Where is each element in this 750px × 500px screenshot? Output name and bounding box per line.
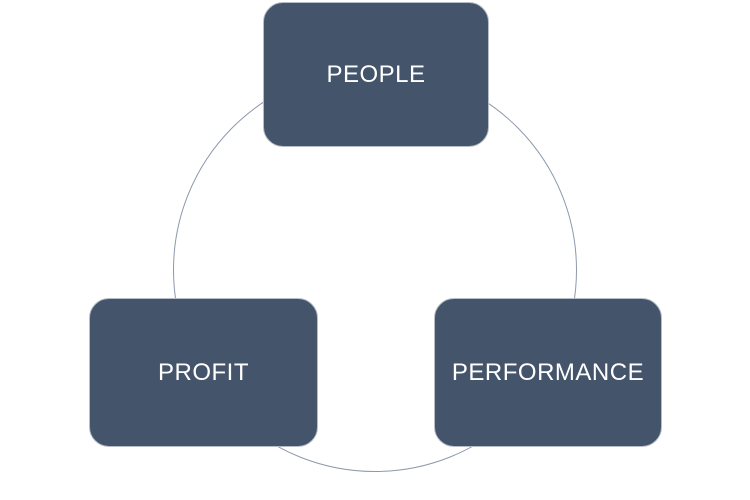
- node-performance[interactable]: PERFORMANCE: [434, 298, 662, 447]
- node-profit[interactable]: PROFIT: [89, 298, 318, 447]
- node-people-label: PEOPLE: [326, 60, 426, 88]
- node-profit-label: PROFIT: [158, 358, 249, 386]
- node-people[interactable]: PEOPLE: [263, 2, 489, 147]
- node-performance-label: PERFORMANCE: [451, 358, 645, 386]
